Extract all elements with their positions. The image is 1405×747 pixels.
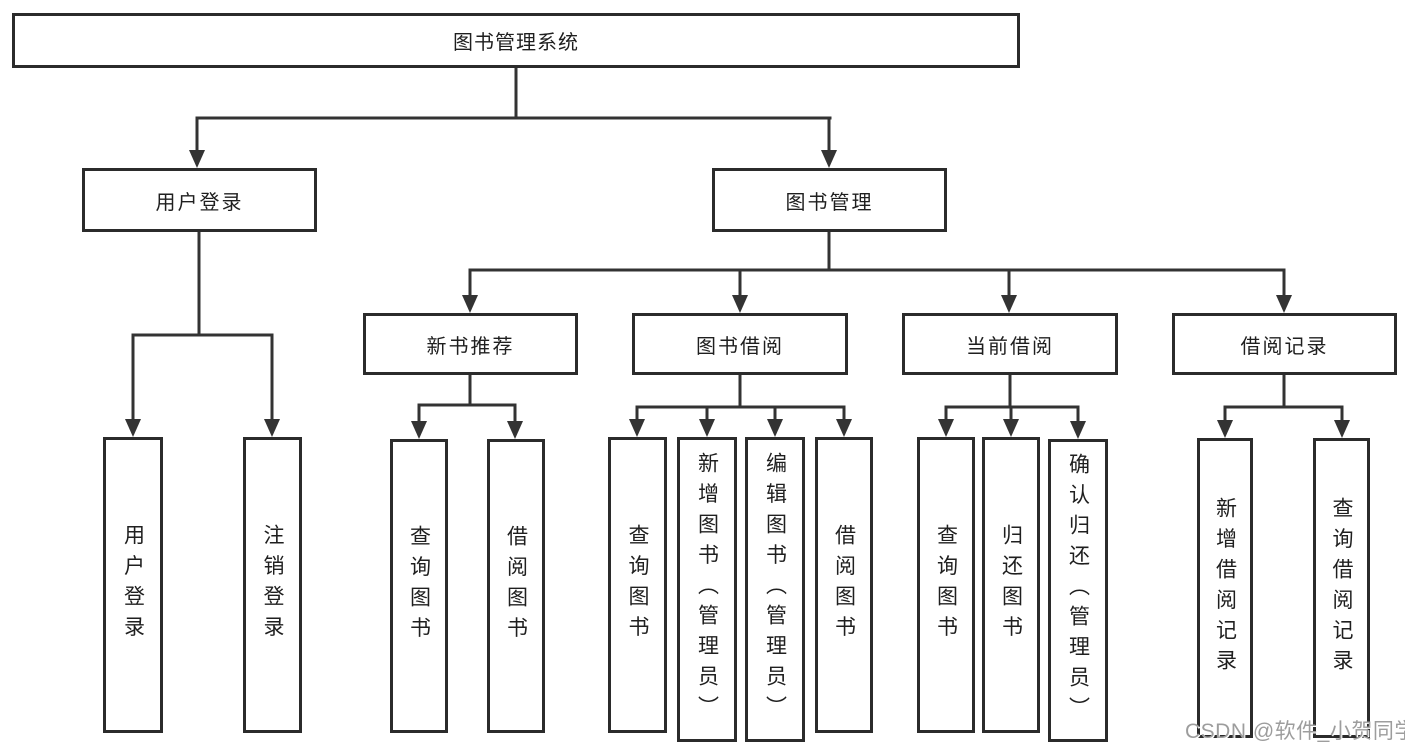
leaf-user-login: 用户登录	[103, 437, 163, 733]
arrow-down-icon	[732, 295, 748, 313]
leaf-borrow-book-borrow: 借阅图书	[815, 437, 873, 733]
arrow-down-icon	[189, 150, 205, 168]
node-root-label: 图书管理系统	[453, 32, 579, 54]
arrow-down-icon	[1003, 419, 1019, 437]
node-root: 图书管理系统	[12, 13, 1020, 68]
arrow-down-icon	[629, 419, 645, 437]
leaf-logout-label: 注销登录	[261, 524, 284, 646]
leaf-borrow-book-borrow-label: 借阅图书	[832, 524, 856, 646]
node-book-borrow-label: 图书借阅	[696, 335, 784, 358]
leaf-add-book-admin: 新增图书（管理员）	[677, 437, 737, 742]
arrow-down-icon	[264, 419, 280, 437]
arrow-down-icon	[462, 295, 478, 313]
node-book-borrow: 图书借阅	[632, 313, 848, 375]
leaf-query-book-borrow-label: 查询图书	[626, 524, 649, 646]
leaf-query-book-borrow: 查询图书	[608, 437, 667, 733]
arrow-down-icon	[1001, 295, 1017, 313]
node-new-book-recommend-label: 新书推荐	[426, 335, 515, 358]
arrow-down-icon	[1334, 420, 1350, 438]
arrow-down-icon	[699, 419, 715, 437]
leaf-edit-book-admin-label: 编辑图书（管理员）	[763, 452, 787, 727]
leaf-add-book-admin-label: 新增图书（管理员）	[695, 452, 719, 727]
leaf-return-book-label: 归还图书	[999, 524, 1023, 646]
leaf-query-book-current: 查询图书	[917, 437, 975, 733]
arrow-down-icon	[1276, 295, 1292, 313]
node-new-book-recommend: 新书推荐	[363, 313, 578, 375]
leaf-borrow-book-recommend-label: 借阅图书	[504, 525, 528, 647]
node-borrow-records: 借阅记录	[1172, 313, 1397, 375]
node-current-borrow: 当前借阅	[902, 313, 1118, 375]
node-borrow-records-label: 借阅记录	[1240, 335, 1329, 358]
node-book-management: 图书管理	[712, 168, 947, 232]
arrow-down-icon	[767, 419, 783, 437]
arrow-down-icon	[938, 419, 954, 437]
arrow-down-icon	[125, 419, 141, 437]
leaf-query-borrow-record: 查询借阅记录	[1313, 438, 1370, 738]
leaf-add-borrow-record-label: 新增借阅记录	[1213, 496, 1237, 680]
leaf-confirm-return-admin-label: 确认归还（管理员）	[1066, 453, 1090, 728]
node-user-login-label: 用户登录	[155, 191, 244, 214]
leaf-confirm-return-admin: 确认归还（管理员）	[1048, 439, 1108, 742]
arrow-down-icon	[507, 421, 523, 439]
arrow-down-icon	[1070, 421, 1086, 439]
leaf-user-login-label: 用户登录	[121, 524, 145, 646]
leaf-query-book-current-label: 查询图书	[934, 524, 958, 646]
node-book-management-label: 图书管理	[785, 191, 874, 214]
arrow-down-icon	[836, 419, 852, 437]
leaf-add-borrow-record: 新增借阅记录	[1197, 438, 1253, 738]
arrow-down-icon	[821, 150, 837, 168]
leaf-query-book-recommend: 查询图书	[390, 439, 448, 733]
arrow-down-icon	[411, 421, 427, 439]
leaf-query-book-recommend-label: 查询图书	[407, 525, 431, 647]
leaf-return-book: 归还图书	[982, 437, 1040, 733]
node-user-login: 用户登录	[82, 168, 317, 232]
leaf-borrow-book-recommend: 借阅图书	[487, 439, 545, 733]
leaf-query-borrow-record-label: 查询借阅记录	[1330, 496, 1353, 680]
leaf-logout: 注销登录	[243, 437, 302, 733]
node-current-borrow-label: 当前借阅	[966, 335, 1054, 358]
leaf-edit-book-admin: 编辑图书（管理员）	[745, 437, 805, 742]
csdn-watermark: CSDN @软件_小贺同学	[1185, 720, 1405, 743]
arrow-down-icon	[1217, 420, 1233, 438]
